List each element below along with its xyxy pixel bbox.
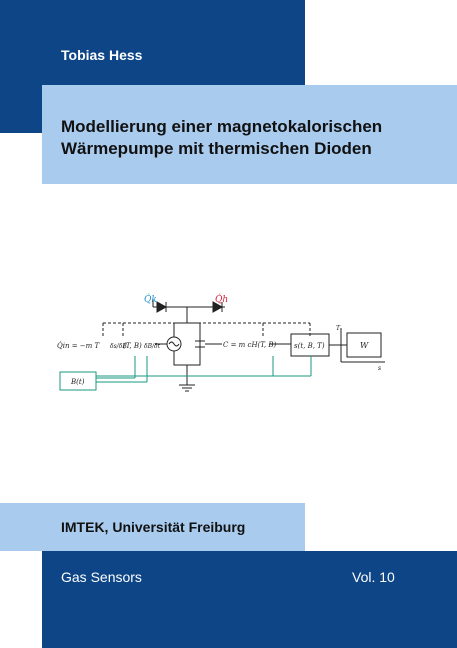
axis-t-label: T <box>336 325 341 332</box>
output-block <box>346 332 382 358</box>
dB-dt-label: δB/δt <box>144 343 161 350</box>
institution-band <box>0 503 305 551</box>
diode-hot-icon <box>212 301 224 313</box>
series-band <box>42 551 457 648</box>
title-line-1: Modellierung einer magnetokalorischen <box>61 117 383 136</box>
tb-label: (T, B) <box>123 342 142 350</box>
axis-s-label: s <box>378 365 381 372</box>
field-block <box>59 371 97 391</box>
output-label: W <box>360 341 369 350</box>
entropy-label: s(t, B, T) <box>294 342 325 350</box>
author-name: Tobias Hess <box>61 47 143 63</box>
diode-cold-icon <box>156 301 168 313</box>
q-cold-label: Q̇k <box>144 293 157 305</box>
ds-dB-label: δs/δB <box>110 343 127 350</box>
field-label: B(t) <box>70 378 85 386</box>
title-line-2: Wärmepumpe mit thermischen Dioden <box>61 139 372 158</box>
title-band <box>42 85 457 184</box>
q-in-label: Q̇in = −m T <box>57 342 101 350</box>
circuit-diagram: Q̇k Q̇h Q̇in = −m T δs/δB (T, B) δB/δt C… <box>57 293 385 392</box>
series-name: Gas Sensors <box>61 569 142 585</box>
institution-name: IMTEK, Universität Freiburg <box>61 519 246 535</box>
volume-number: Vol. 10 <box>352 569 395 585</box>
q-hot-label: Q̇h <box>215 293 228 305</box>
capacitance-label: C = m cH(T, B) <box>223 341 277 349</box>
book-title: Modellierung einer magnetokalorischen Wä… <box>61 116 382 160</box>
